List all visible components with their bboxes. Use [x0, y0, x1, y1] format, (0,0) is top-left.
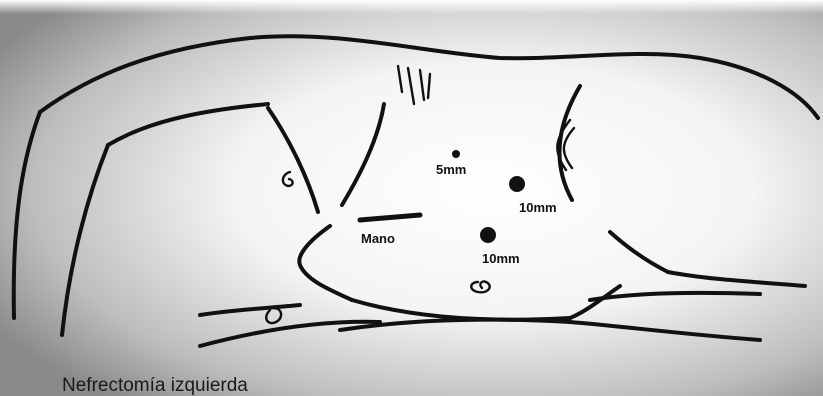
port-5mm-label: 5mm	[436, 162, 466, 177]
port-10mm-lower-marker	[480, 227, 496, 243]
figure-caption: Nefrectomía izquierda	[62, 375, 248, 396]
top-border	[0, 0, 823, 14]
port-10mm-upper-marker	[509, 176, 525, 192]
hand-label: Mano	[361, 231, 395, 246]
port-5mm-marker	[452, 150, 460, 158]
port-10mm-upper-label: 10mm	[519, 200, 557, 215]
port-10mm-lower-label: 10mm	[482, 251, 520, 266]
